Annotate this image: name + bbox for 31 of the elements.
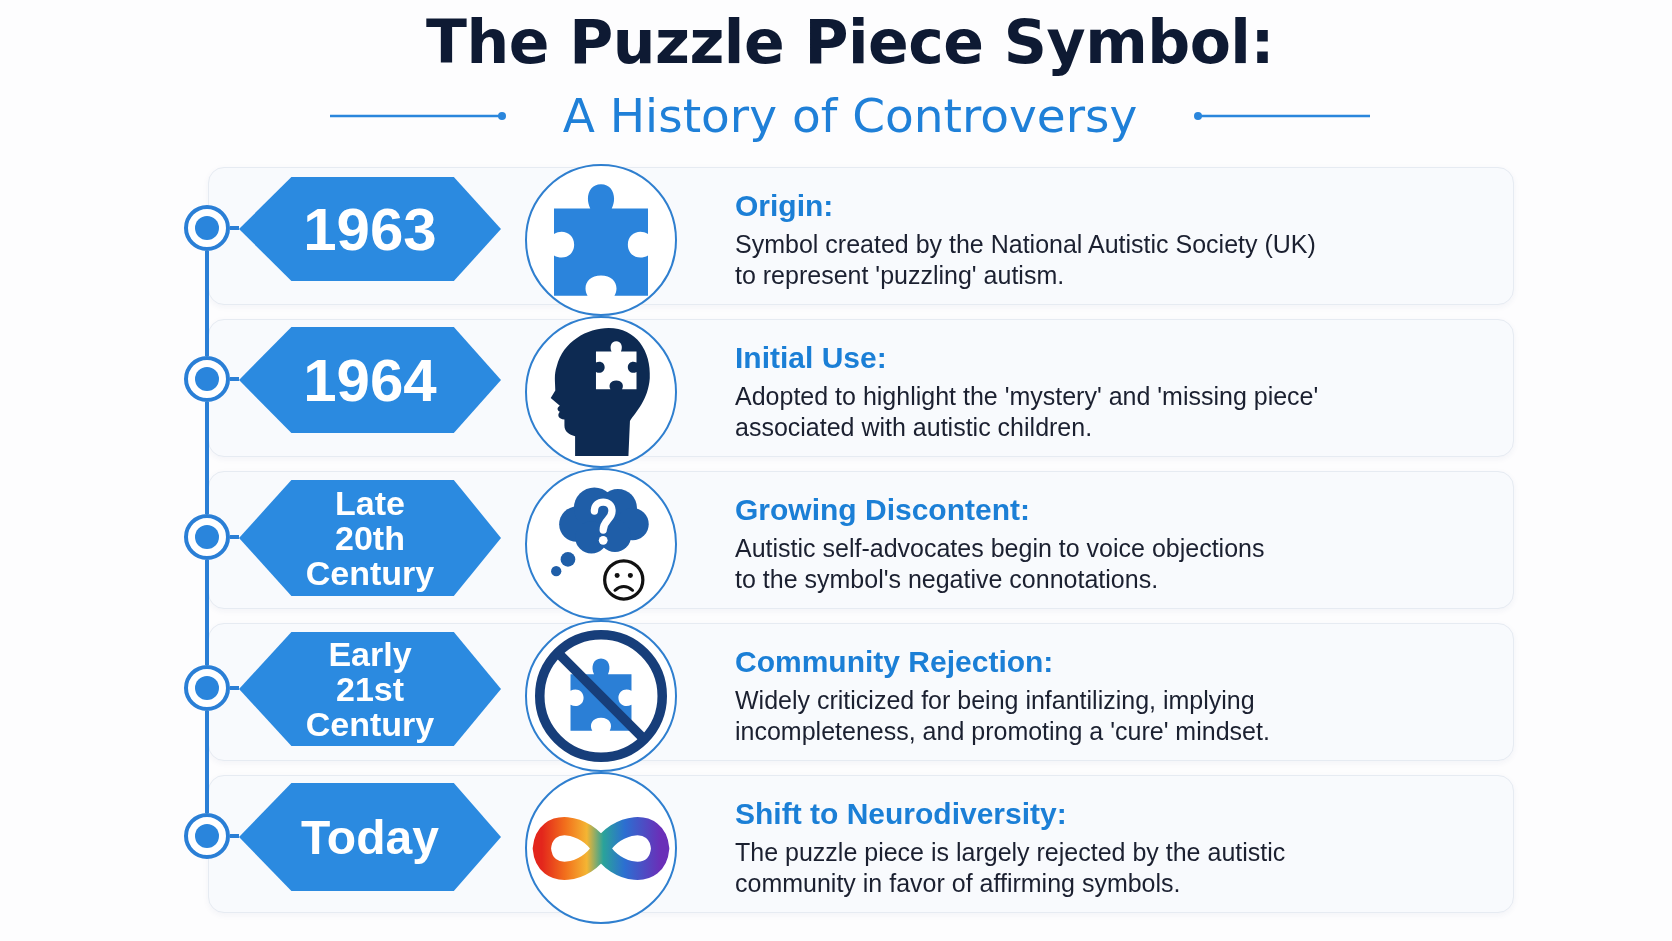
card-heading: Growing Discontent:: [735, 492, 1030, 528]
timeline-marker: [184, 356, 230, 402]
card-description: The puzzle piece is largely rejected by the autistic community in favor of affirming symbols.: [735, 837, 1287, 899]
card-heading: Shift to Neurodiversity:: [735, 796, 1067, 832]
timeline-line: [230, 377, 239, 381]
card-heading: Initial Use:: [735, 340, 887, 376]
timeline-line: [205, 402, 209, 514]
timeline-marker: [184, 514, 230, 560]
timeline-line: [230, 834, 239, 838]
title: The Puzzle Piece Symbol:: [426, 8, 1274, 76]
timeline-marker: [184, 205, 230, 251]
period-label: Late 20th Century: [304, 485, 436, 591]
period-label: 1963: [303, 198, 437, 260]
period-label: Early 21st Century: [304, 636, 436, 742]
timeline-line: [205, 251, 209, 356]
timeline-line: [205, 560, 209, 665]
card-heading: Origin:: [735, 188, 834, 224]
card-description: Adopted to highlight the 'mystery' and 'missing piece' associated with autistic children.: [735, 381, 1320, 443]
card-description: Autistic self-advocates begin to voice objections to the symbol's negative connotations.: [735, 533, 1266, 595]
subtitle: A History of Controversy: [562, 88, 1138, 144]
card-heading: Community Rejection:: [735, 644, 1054, 680]
timeline-line: [230, 535, 239, 539]
card-description: Widely criticized for being infantilizing, implying incompleteness, and promoting a 'cure' mindset.: [735, 685, 1271, 747]
timeline-line: [230, 226, 239, 230]
card-description: Symbol created by the National Autistic Society (UK) to represent 'puzzling' autism.: [735, 229, 1317, 291]
timeline-line: [205, 711, 209, 813]
period-label: Today: [301, 812, 439, 862]
timeline-marker: [184, 665, 230, 711]
period-label: 1964: [303, 349, 437, 411]
timeline-marker: [184, 813, 230, 859]
timeline-line: [230, 686, 239, 690]
